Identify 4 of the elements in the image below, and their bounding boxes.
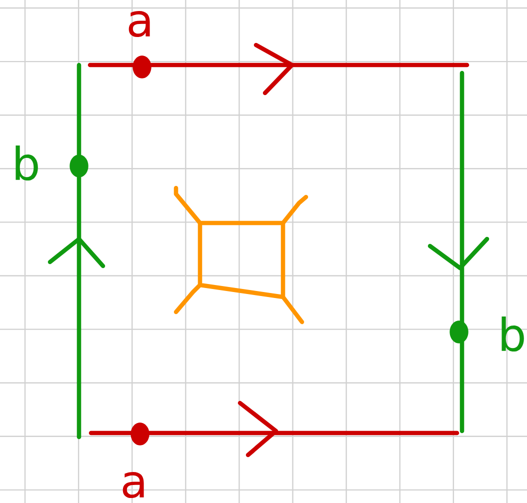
side-label: b: [16, 145, 38, 181]
side-label: b: [502, 316, 524, 352]
side-label: a: [128, 10, 150, 38]
side-label: a: [122, 472, 144, 498]
